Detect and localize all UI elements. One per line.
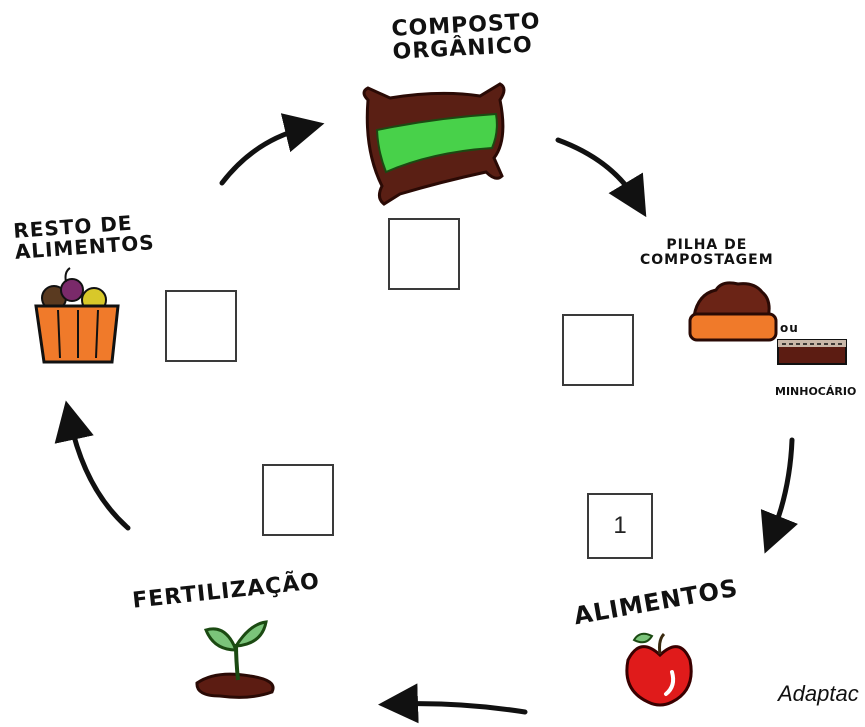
label-line: COMPOSTAGEM (640, 251, 774, 268)
arrow-pilha-to-alimentos (760, 437, 798, 554)
compost-bag-icon (362, 82, 506, 206)
label-composto-organico: COMPOSTO ORGÂNICO (391, 9, 542, 65)
label-resto-de-alimentos: RESTO DE ALIMENTOS (13, 211, 156, 264)
label-minhocario: MINHOCÁRIO (775, 385, 857, 398)
label-ou: ou (780, 321, 799, 335)
label-line: PILHA DE (666, 237, 748, 253)
answer-box-fertilizacao[interactable] (262, 464, 334, 536)
compost-pile-icon (688, 281, 778, 342)
label-pilha-de-compostagem: PILHA DE COMPOSTAGEM (640, 238, 774, 267)
answer-box-pilha[interactable] (562, 314, 634, 386)
sprout-icon (195, 620, 275, 699)
arrow-resto-to-composto (219, 113, 325, 186)
credit-text: Adaptac (778, 681, 859, 706)
answer-box-alimentos[interactable]: 1 (587, 493, 653, 559)
answer-box-resto[interactable] (165, 290, 237, 362)
arrow-composto-to-pilha (555, 137, 647, 218)
worm-bin-icon (777, 339, 847, 365)
apple-icon (625, 632, 693, 707)
food-basket-icon (34, 267, 120, 364)
arrow-fertilizacao-to-resto (54, 400, 131, 531)
arrow-alimentos-to-fertilizacao (378, 683, 528, 724)
answer-box-composto[interactable] (388, 218, 460, 290)
